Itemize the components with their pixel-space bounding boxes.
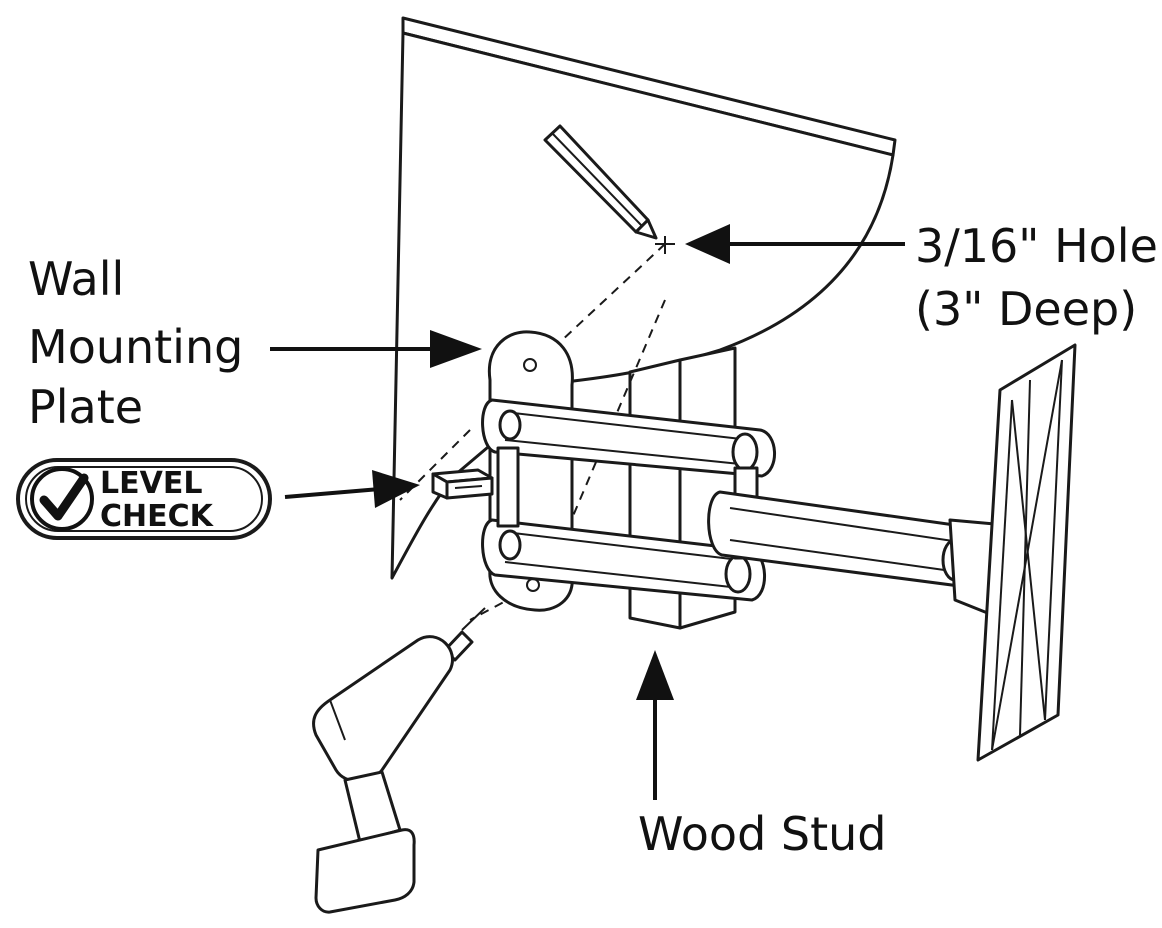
hole-arrow xyxy=(685,224,905,264)
wall-label-line1: Wall xyxy=(28,252,124,306)
tv-mounting-plate xyxy=(976,343,1077,762)
badge-line2: CHECK xyxy=(100,499,215,534)
hole-label-line2: (3" Deep) xyxy=(915,282,1137,336)
checkmark-icon xyxy=(30,467,94,531)
drill-icon xyxy=(312,607,486,914)
stud-label: Wood Stud xyxy=(638,807,887,861)
stud-arrow xyxy=(636,650,674,800)
upper-arm xyxy=(481,398,776,478)
level-check-badge: LEVEL CHECK xyxy=(16,458,272,540)
level-tool xyxy=(431,468,494,500)
badge-line1: LEVEL xyxy=(100,466,202,501)
wall-label-line2: Mounting xyxy=(28,320,243,374)
level-arrow xyxy=(284,470,420,508)
wall-label-line3: Plate xyxy=(28,380,143,434)
pencil-icon xyxy=(543,124,658,240)
plate-arrow xyxy=(270,330,482,368)
hole-label-line1: 3/16" Hole xyxy=(915,219,1158,273)
